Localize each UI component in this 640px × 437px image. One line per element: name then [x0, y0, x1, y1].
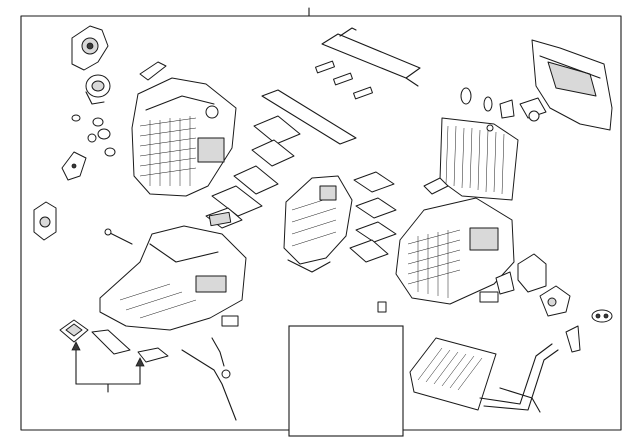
- small-tab-part: [221, 315, 239, 327]
- actuator-right: [495, 253, 571, 317]
- cabin-filter-icon: [439, 117, 519, 201]
- heater-pipes: [479, 343, 559, 413]
- heater-core-icon: [409, 337, 497, 411]
- gasket-parts: [59, 319, 169, 363]
- upper-left-case: [131, 77, 237, 197]
- lower-case: [99, 225, 247, 331]
- small-clip-top: [139, 61, 167, 81]
- callout-bracket: [71, 341, 145, 393]
- duct-top-right: [531, 39, 613, 131]
- seal-strips: [261, 27, 421, 145]
- blower-motor-icon: [85, 74, 111, 105]
- screw-part: [104, 228, 133, 245]
- center-case: [283, 175, 353, 273]
- right-case: [395, 197, 515, 305]
- flap-doors: [205, 115, 301, 229]
- blower-housing-part: [71, 25, 109, 71]
- drain-hose: [181, 337, 237, 421]
- actuator-left: [33, 201, 57, 241]
- small-fittings: [71, 114, 116, 157]
- bracket-part: [61, 151, 87, 181]
- notch-box: [288, 325, 404, 437]
- small-seals-right: [460, 87, 547, 132]
- right-flap-doors: [349, 171, 397, 263]
- small-block-parts: [377, 177, 613, 353]
